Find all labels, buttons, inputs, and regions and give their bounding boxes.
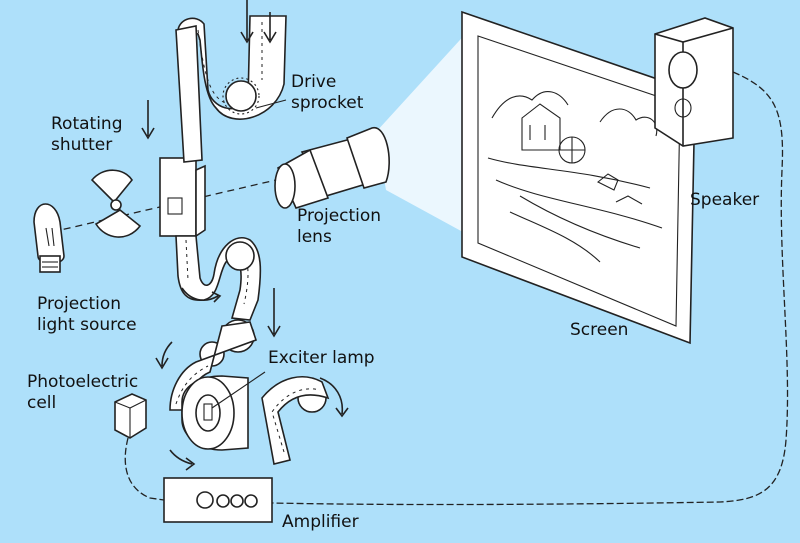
label-line: Speaker	[690, 190, 760, 210]
label-screen: Screen	[570, 320, 628, 341]
label-line: Projection	[37, 294, 122, 314]
speaker	[654, 17, 734, 147]
label-drive-sprocket: Drive sprocket	[291, 72, 363, 114]
label-photoelectric-cell: Photoelectric cell	[27, 372, 138, 414]
label-line: shutter	[51, 135, 113, 155]
label-line: Projection	[297, 206, 382, 226]
label-projection-lens: Projection lens	[297, 206, 381, 248]
speaker-cone	[668, 51, 698, 89]
cell-cable	[124, 437, 165, 501]
film-gate	[159, 157, 206, 238]
label-speaker: Speaker	[690, 190, 759, 211]
label-amplifier: Amplifier	[282, 512, 359, 533]
label-line: cell	[27, 393, 57, 413]
leader-lines	[211, 99, 287, 409]
label-line: lens	[297, 227, 332, 247]
label-line: Screen	[570, 320, 629, 340]
amplifier-knob-large	[196, 491, 214, 509]
projection-light-bulb	[33, 203, 65, 273]
label-projection-light-source: Projection light source	[37, 294, 137, 336]
drive-sprocket	[225, 80, 257, 112]
rotating-shutter	[90, 169, 142, 238]
direction-arrows	[141, 0, 349, 471]
amplifier-knob	[244, 494, 258, 508]
amplifier	[163, 477, 273, 523]
label-line: Rotating	[51, 114, 123, 134]
label-line: light source	[37, 315, 137, 335]
speaker-cable	[271, 71, 789, 506]
film-strip-upper	[175, 15, 287, 163]
exciter-lamp	[195, 394, 221, 432]
label-line: sprocket	[291, 93, 364, 113]
screen	[461, 10, 696, 345]
amplifier-knob	[216, 494, 230, 508]
projection-lens	[274, 127, 390, 209]
sound-drum	[181, 375, 249, 451]
amplifier-knob	[230, 494, 244, 508]
label-line: Amplifier	[282, 512, 359, 532]
photoelectric-cell	[114, 393, 147, 439]
label-line: Exciter lamp	[268, 348, 375, 368]
label-exciter-lamp: Exciter lamp	[268, 348, 375, 369]
label-line: Drive	[291, 72, 337, 92]
screen-picture-mill-scene	[487, 91, 663, 263]
label-line: Photoelectric	[27, 372, 139, 392]
film-roller-upper	[225, 241, 255, 271]
label-rotating-shutter: Rotating shutter	[51, 114, 123, 156]
